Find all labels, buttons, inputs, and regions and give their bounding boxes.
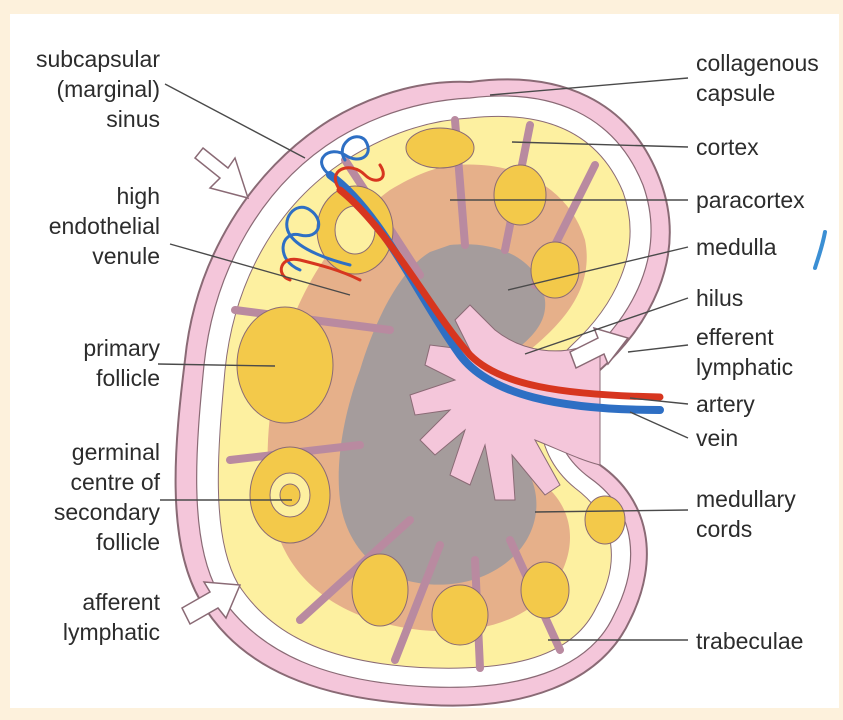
label-medulla: medulla (696, 232, 836, 262)
label-germinal-centre: germinal centre of secondary follicle (10, 437, 160, 557)
label-high-endothelial-venule: high endothelial venule (10, 181, 160, 271)
label-afferent-lymphatic: afferent lymphatic (10, 587, 160, 647)
label-medullary-cords: medullary cords (696, 484, 836, 544)
label-artery: artery (696, 389, 836, 419)
label-collagenous-capsule: collagenous capsule (696, 48, 841, 108)
label-vein: vein (696, 423, 836, 453)
label-subcapsular-sinus: subcapsular (marginal) sinus (10, 44, 160, 134)
label-paracortex: paracortex (696, 185, 836, 215)
label-trabeculae: trabeculae (696, 626, 836, 656)
label-primary-follicle: primary follicle (10, 333, 160, 393)
label-efferent-lymphatic: efferent lymphatic (696, 322, 836, 382)
label-cortex: cortex (696, 132, 836, 162)
afferent-lymphatic-arrow-top (195, 148, 248, 198)
label-hilus: hilus (696, 283, 836, 313)
